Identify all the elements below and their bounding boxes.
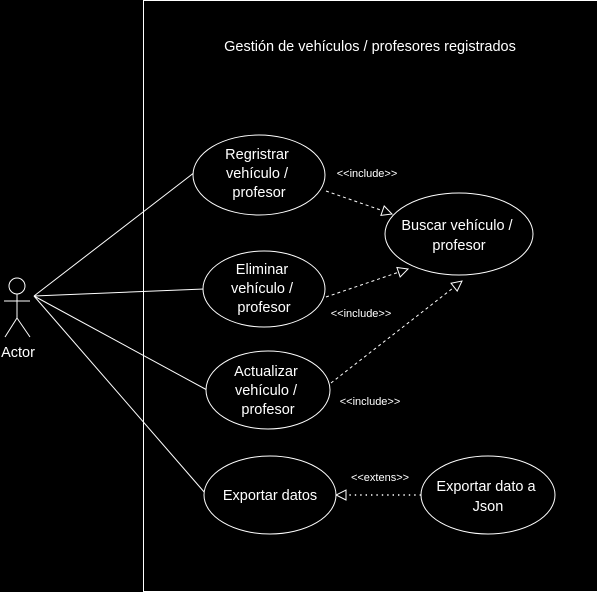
svg-text:Exportar dato a Json: Exportar dato a Json bbox=[436, 479, 539, 515]
include-label-3: <<include>> bbox=[340, 396, 401, 408]
include-arrow-actualizar bbox=[330, 281, 462, 384]
association-actualizar bbox=[33, 295, 208, 391]
include-arrow-eliminar bbox=[325, 269, 408, 298]
use-case-exportar[interactable]: Exportar datos bbox=[203, 455, 337, 535]
actor-associations bbox=[33, 171, 208, 494]
svg-text:Exportar datos: Exportar datos bbox=[223, 488, 317, 504]
use-case-registrar[interactable]: Regristrar vehículo / profesor bbox=[192, 134, 326, 216]
use-case-actualizar[interactable]: Actualizar vehículo / profesor bbox=[205, 350, 331, 430]
use-case-eliminar[interactable]: Eliminar vehículo / profesor bbox=[202, 250, 326, 328]
use-case-buscar[interactable]: Buscar vehículo / profesor bbox=[384, 192, 534, 276]
svg-text:Buscar vehículo / profes: Buscar vehículo / profesor bbox=[401, 218, 516, 254]
svg-text:Eliminar vehículo /: Eliminar vehículo / profesor bbox=[231, 262, 297, 316]
include-label-2: <<include>> bbox=[331, 308, 392, 320]
include-arrow-registrar bbox=[325, 190, 392, 214]
actor-figure[interactable] bbox=[4, 277, 31, 338]
extend-label: <<extens>> bbox=[351, 472, 409, 484]
svg-text:Actualizar vehículo /: Actualizar vehículo / profesor bbox=[234, 364, 302, 418]
svg-text:Regristrar vehículo /: Regristrar vehículo / profesor bbox=[225, 147, 293, 201]
association-exportar bbox=[33, 295, 206, 494]
association-registrar bbox=[33, 171, 196, 297]
use-case-exportar-json[interactable]: Exportar dato a Json bbox=[420, 455, 556, 535]
include-label-1: <<include>> bbox=[337, 168, 398, 180]
actor-label: Actor bbox=[1, 345, 35, 361]
system-title: Gestión de vehículos / profesores regist… bbox=[224, 39, 516, 55]
association-eliminar bbox=[33, 288, 205, 297]
